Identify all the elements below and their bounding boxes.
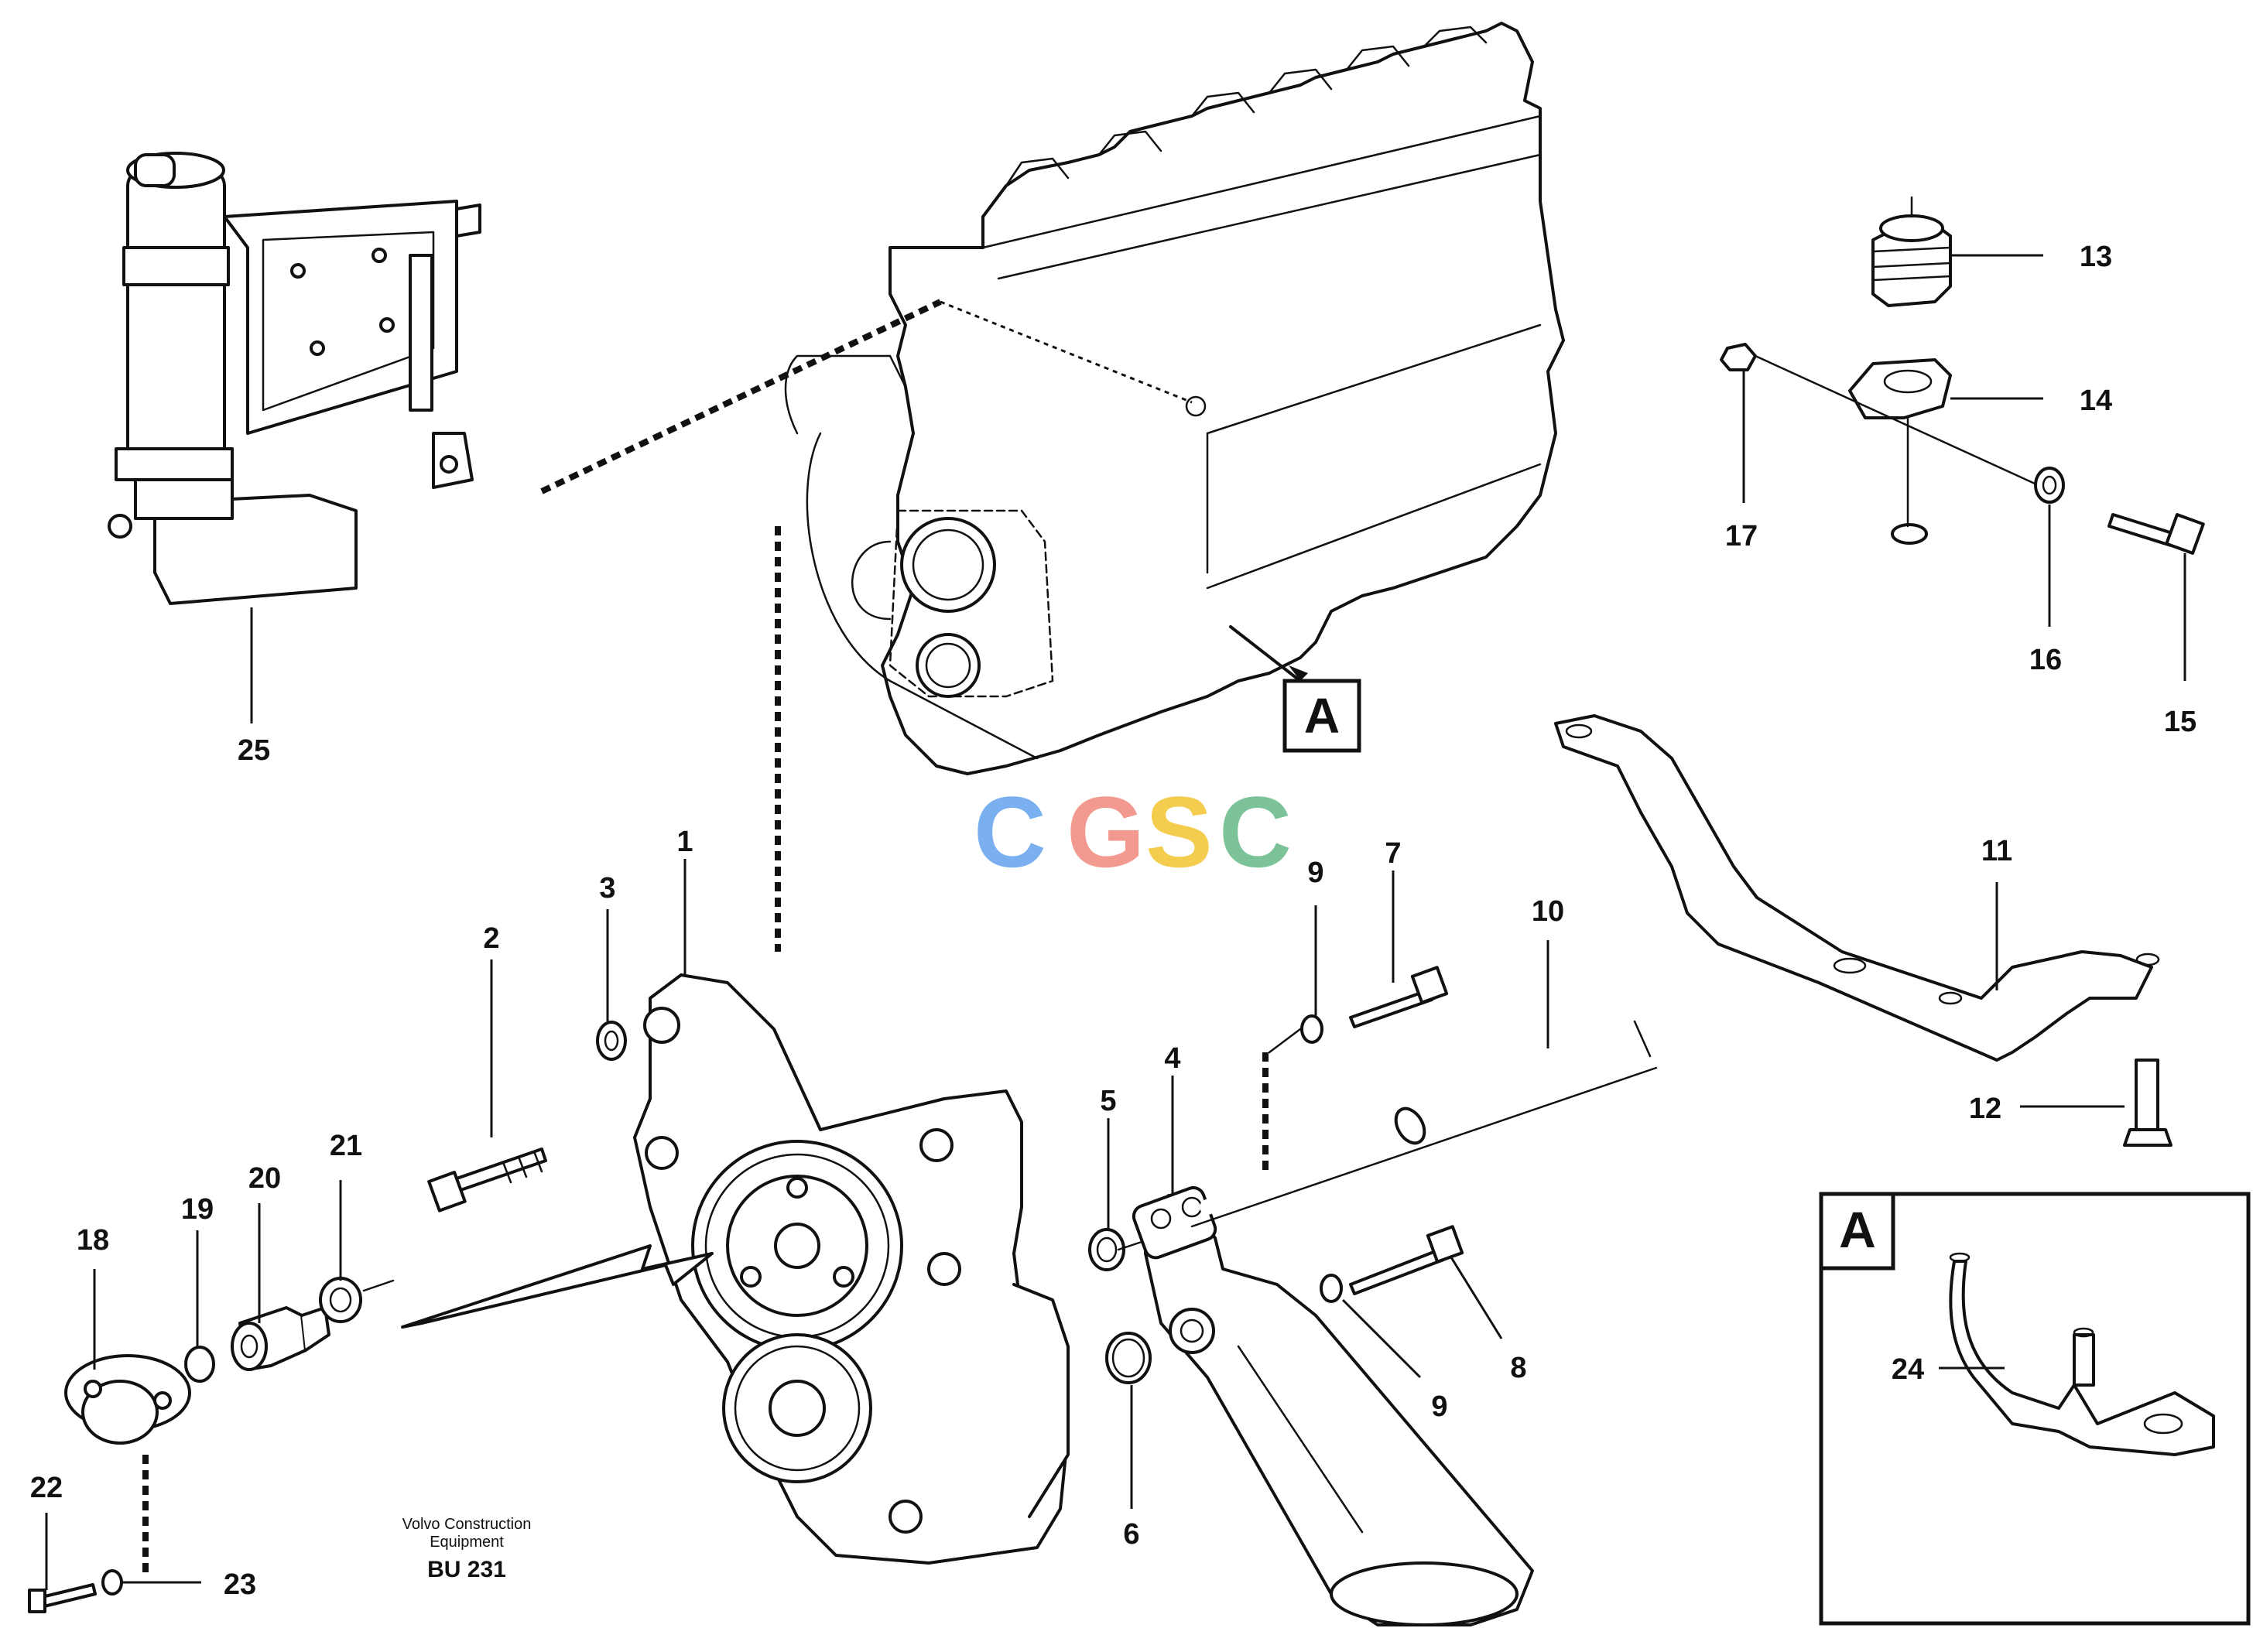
callout-23: 23 xyxy=(224,1568,256,1601)
watermark-letter-c1: C xyxy=(974,775,1053,888)
publisher-footer: Volvo Construction Equipment BU 231 xyxy=(402,1516,532,1582)
callout-22: 22 xyxy=(30,1472,63,1504)
callout-8: 8 xyxy=(1510,1352,1526,1384)
callout-20: 20 xyxy=(248,1162,281,1195)
callout-3: 3 xyxy=(599,872,615,905)
callout-17: 17 xyxy=(1725,520,1758,552)
detail-reference-letter: A xyxy=(1304,688,1340,744)
callout-16: 16 xyxy=(2029,644,2062,676)
callout-6: 6 xyxy=(1123,1518,1139,1551)
callout-1: 1 xyxy=(676,826,693,858)
engine-block-drawing xyxy=(784,22,1565,775)
detail-reference-a: A xyxy=(1282,679,1361,753)
callout-19: 19 xyxy=(181,1193,214,1226)
callout-9-lower: 9 xyxy=(1431,1390,1447,1423)
callout-15: 15 xyxy=(2164,706,2197,738)
callout-2: 2 xyxy=(483,922,499,955)
callout-9-upper: 9 xyxy=(1307,857,1323,889)
callout-21: 21 xyxy=(330,1130,362,1162)
oil-pump-drawing xyxy=(633,973,1070,1565)
callout-4: 4 xyxy=(1164,1042,1180,1075)
watermark-letter-s: S xyxy=(1145,775,1219,888)
fasteners-drawing xyxy=(28,196,2205,1613)
callout-7: 7 xyxy=(1385,837,1401,870)
footer-line1: Volvo Construction xyxy=(402,1516,532,1533)
footer-line2: Equipment xyxy=(430,1534,504,1551)
callout-11: 11 xyxy=(1981,835,2012,867)
callout-25: 25 xyxy=(238,734,270,767)
callout-18: 18 xyxy=(77,1224,109,1257)
callout-leaders xyxy=(45,254,2186,1590)
oil-filter-assembly-drawing xyxy=(108,152,481,605)
inset-letter: A xyxy=(1839,1201,1876,1258)
cgsc-watermark-logo: C G S C xyxy=(974,775,1298,888)
callout-24: 24 xyxy=(1892,1353,1924,1386)
detail-inset-a: A xyxy=(1819,1192,2251,1626)
watermark-letter-c2: C xyxy=(1219,775,1298,888)
callout-labels: 1 2 3 4 5 6 7 8 9 9 10 11 12 13 14 15 16… xyxy=(30,241,2197,1601)
callout-12: 12 xyxy=(1969,1093,2001,1125)
callout-14: 14 xyxy=(2080,385,2112,417)
callout-13: 13 xyxy=(2080,241,2112,273)
suction-pipe-drawing xyxy=(1132,523,2160,1626)
callout-5: 5 xyxy=(1100,1085,1116,1117)
footer-code: BU 231 xyxy=(427,1557,506,1582)
watermark-letter-g: G xyxy=(1067,775,1151,888)
callout-10: 10 xyxy=(1532,895,1564,928)
